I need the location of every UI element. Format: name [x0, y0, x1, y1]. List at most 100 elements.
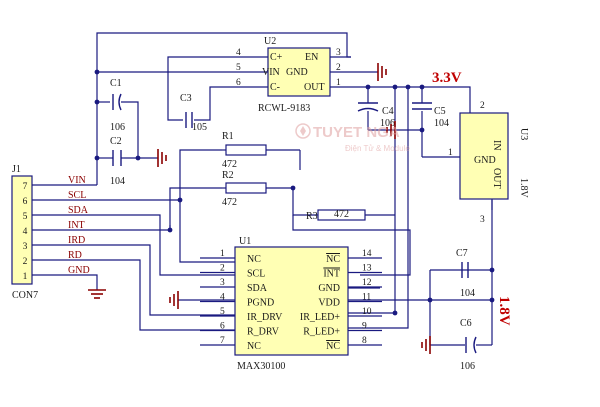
rail-1v8-label: 1.8V	[496, 296, 512, 326]
j1-part: CON7	[12, 290, 38, 301]
u1-pin-name: NC	[247, 254, 261, 265]
j1-net-label: GND	[68, 265, 90, 276]
u3-pin-num: 2	[480, 101, 485, 111]
junction	[419, 127, 425, 133]
c3-value: 105	[192, 122, 207, 133]
ground-icon	[157, 149, 167, 167]
u1-pin-num: 13	[362, 264, 372, 274]
wire-rled	[348, 320, 409, 329]
j1-pin-num: 4	[23, 227, 28, 237]
c2-value: 104	[110, 176, 125, 187]
u1-pin-num: 9	[362, 322, 367, 332]
u1-pin-name: NC	[247, 341, 261, 352]
junction	[167, 227, 173, 233]
c3-capacitor[interactable]: C3 105	[180, 93, 207, 133]
j1-net-label: VIN	[68, 175, 86, 186]
u3-regulator[interactable]: GND IN OUT U3 1.8V 2 1 3	[448, 101, 529, 225]
j1-connector[interactable]: J1 CON7	[11, 164, 38, 301]
c2-ref: C2	[110, 136, 122, 147]
u1-pin-num: 6	[220, 322, 225, 332]
junction	[489, 297, 495, 303]
u1-pin-num: 12	[362, 278, 372, 288]
r2-resistor[interactable]: R2 472	[222, 170, 267, 208]
u2-body	[267, 47, 331, 97]
c3-ref: C3	[180, 93, 192, 104]
u2-part: RCWL-9183	[258, 103, 310, 114]
u1-pin-num: 8	[362, 336, 367, 346]
u2-pin-num: 4	[236, 48, 241, 58]
junction	[177, 197, 183, 203]
c4-ref: C4	[382, 106, 394, 117]
u1-pin-num: 10	[362, 307, 372, 317]
u2-pin-num: 3	[336, 48, 341, 58]
j1-net-label: INT	[68, 220, 85, 231]
c6-ref: C6	[460, 318, 472, 329]
junction	[405, 84, 411, 90]
u2-pin-num: 2	[336, 63, 341, 73]
wire-j1-int	[52, 187, 222, 231]
u1-pin-name: IR_LED+	[300, 312, 340, 323]
ground-icon	[88, 289, 106, 299]
u1-ref: U1	[239, 236, 251, 247]
junction	[419, 84, 425, 90]
j1-pin-num: 7	[23, 182, 28, 192]
u2-pin-name: C+	[270, 52, 283, 63]
u2-pin-num: 5	[236, 63, 241, 73]
c6-capacitor[interactable]: C6 106	[460, 318, 477, 372]
u1-pin-num: 7	[220, 336, 225, 346]
wire-33v-rail	[351, 86, 471, 103]
u1-chip[interactable]: U1 MAX30100	[234, 236, 349, 372]
u1-pin-name: GND	[318, 283, 340, 294]
c1-value: 106	[110, 122, 125, 133]
u1-pin-name: PGND	[247, 298, 274, 309]
junction	[365, 84, 371, 90]
r3-resistor[interactable]: R3 472	[306, 209, 366, 222]
c1-capacitor[interactable]: C1 106	[110, 78, 125, 133]
u2-pin-name: OUT	[304, 82, 325, 93]
junction	[94, 155, 100, 161]
u2-ref: U2	[264, 36, 276, 47]
c7-value: 104	[460, 288, 475, 299]
c7-ref: C7	[456, 248, 468, 259]
c5-capacitor[interactable]: C5 104	[412, 102, 449, 129]
u1-pin-name: R_LED+	[303, 327, 340, 338]
c1-ref: C1	[110, 78, 122, 89]
u2-pin-name: EN	[305, 52, 318, 63]
u1-pin-num: 14	[362, 249, 372, 259]
wire-j1-rd	[52, 259, 235, 331]
c7-capacitor[interactable]: C7 104	[456, 248, 475, 299]
u2-pin-name: VIN	[262, 67, 280, 78]
u3-ref: U3	[518, 128, 529, 140]
junction	[94, 69, 100, 75]
u1-pin-name: VDD	[318, 298, 340, 309]
wire-r2-right	[266, 187, 318, 216]
r2-value: 472	[222, 197, 237, 208]
r1-resistor[interactable]: R1 472	[222, 131, 267, 170]
wires	[52, 32, 493, 346]
ground-icon	[386, 121, 396, 139]
u3-pin-num: 1	[448, 148, 453, 158]
r1-value: 472	[222, 159, 237, 170]
r2-ref: R2	[222, 170, 234, 181]
ground-icon	[169, 291, 179, 309]
j1-net-label: SDA	[68, 205, 89, 216]
u1-pin-num: 2	[220, 264, 225, 274]
watermark-name: TUYET NGA	[313, 124, 400, 141]
u2-pin-name: GND	[286, 67, 308, 78]
c2-capacitor[interactable]: C2 104	[110, 136, 125, 187]
j1-net-label: SCL	[68, 190, 86, 201]
junctions	[94, 69, 495, 316]
c4-capacitor[interactable]: C4 106	[357, 102, 395, 129]
r1-ref: R1	[222, 131, 234, 142]
j1-net-label: RD	[68, 250, 82, 261]
u3-voltage: 1.8V	[518, 178, 529, 199]
u1-part: MAX30100	[237, 361, 285, 372]
j1-pin-num: 3	[23, 242, 28, 252]
u2-chip[interactable]: U2 RCWL-9183 C+ VIN C- EN GND OUT 4 5 6 …	[236, 36, 351, 114]
wire-int-u1	[292, 215, 411, 276]
u1-pin-num: 3	[220, 278, 225, 288]
junction	[427, 297, 433, 303]
